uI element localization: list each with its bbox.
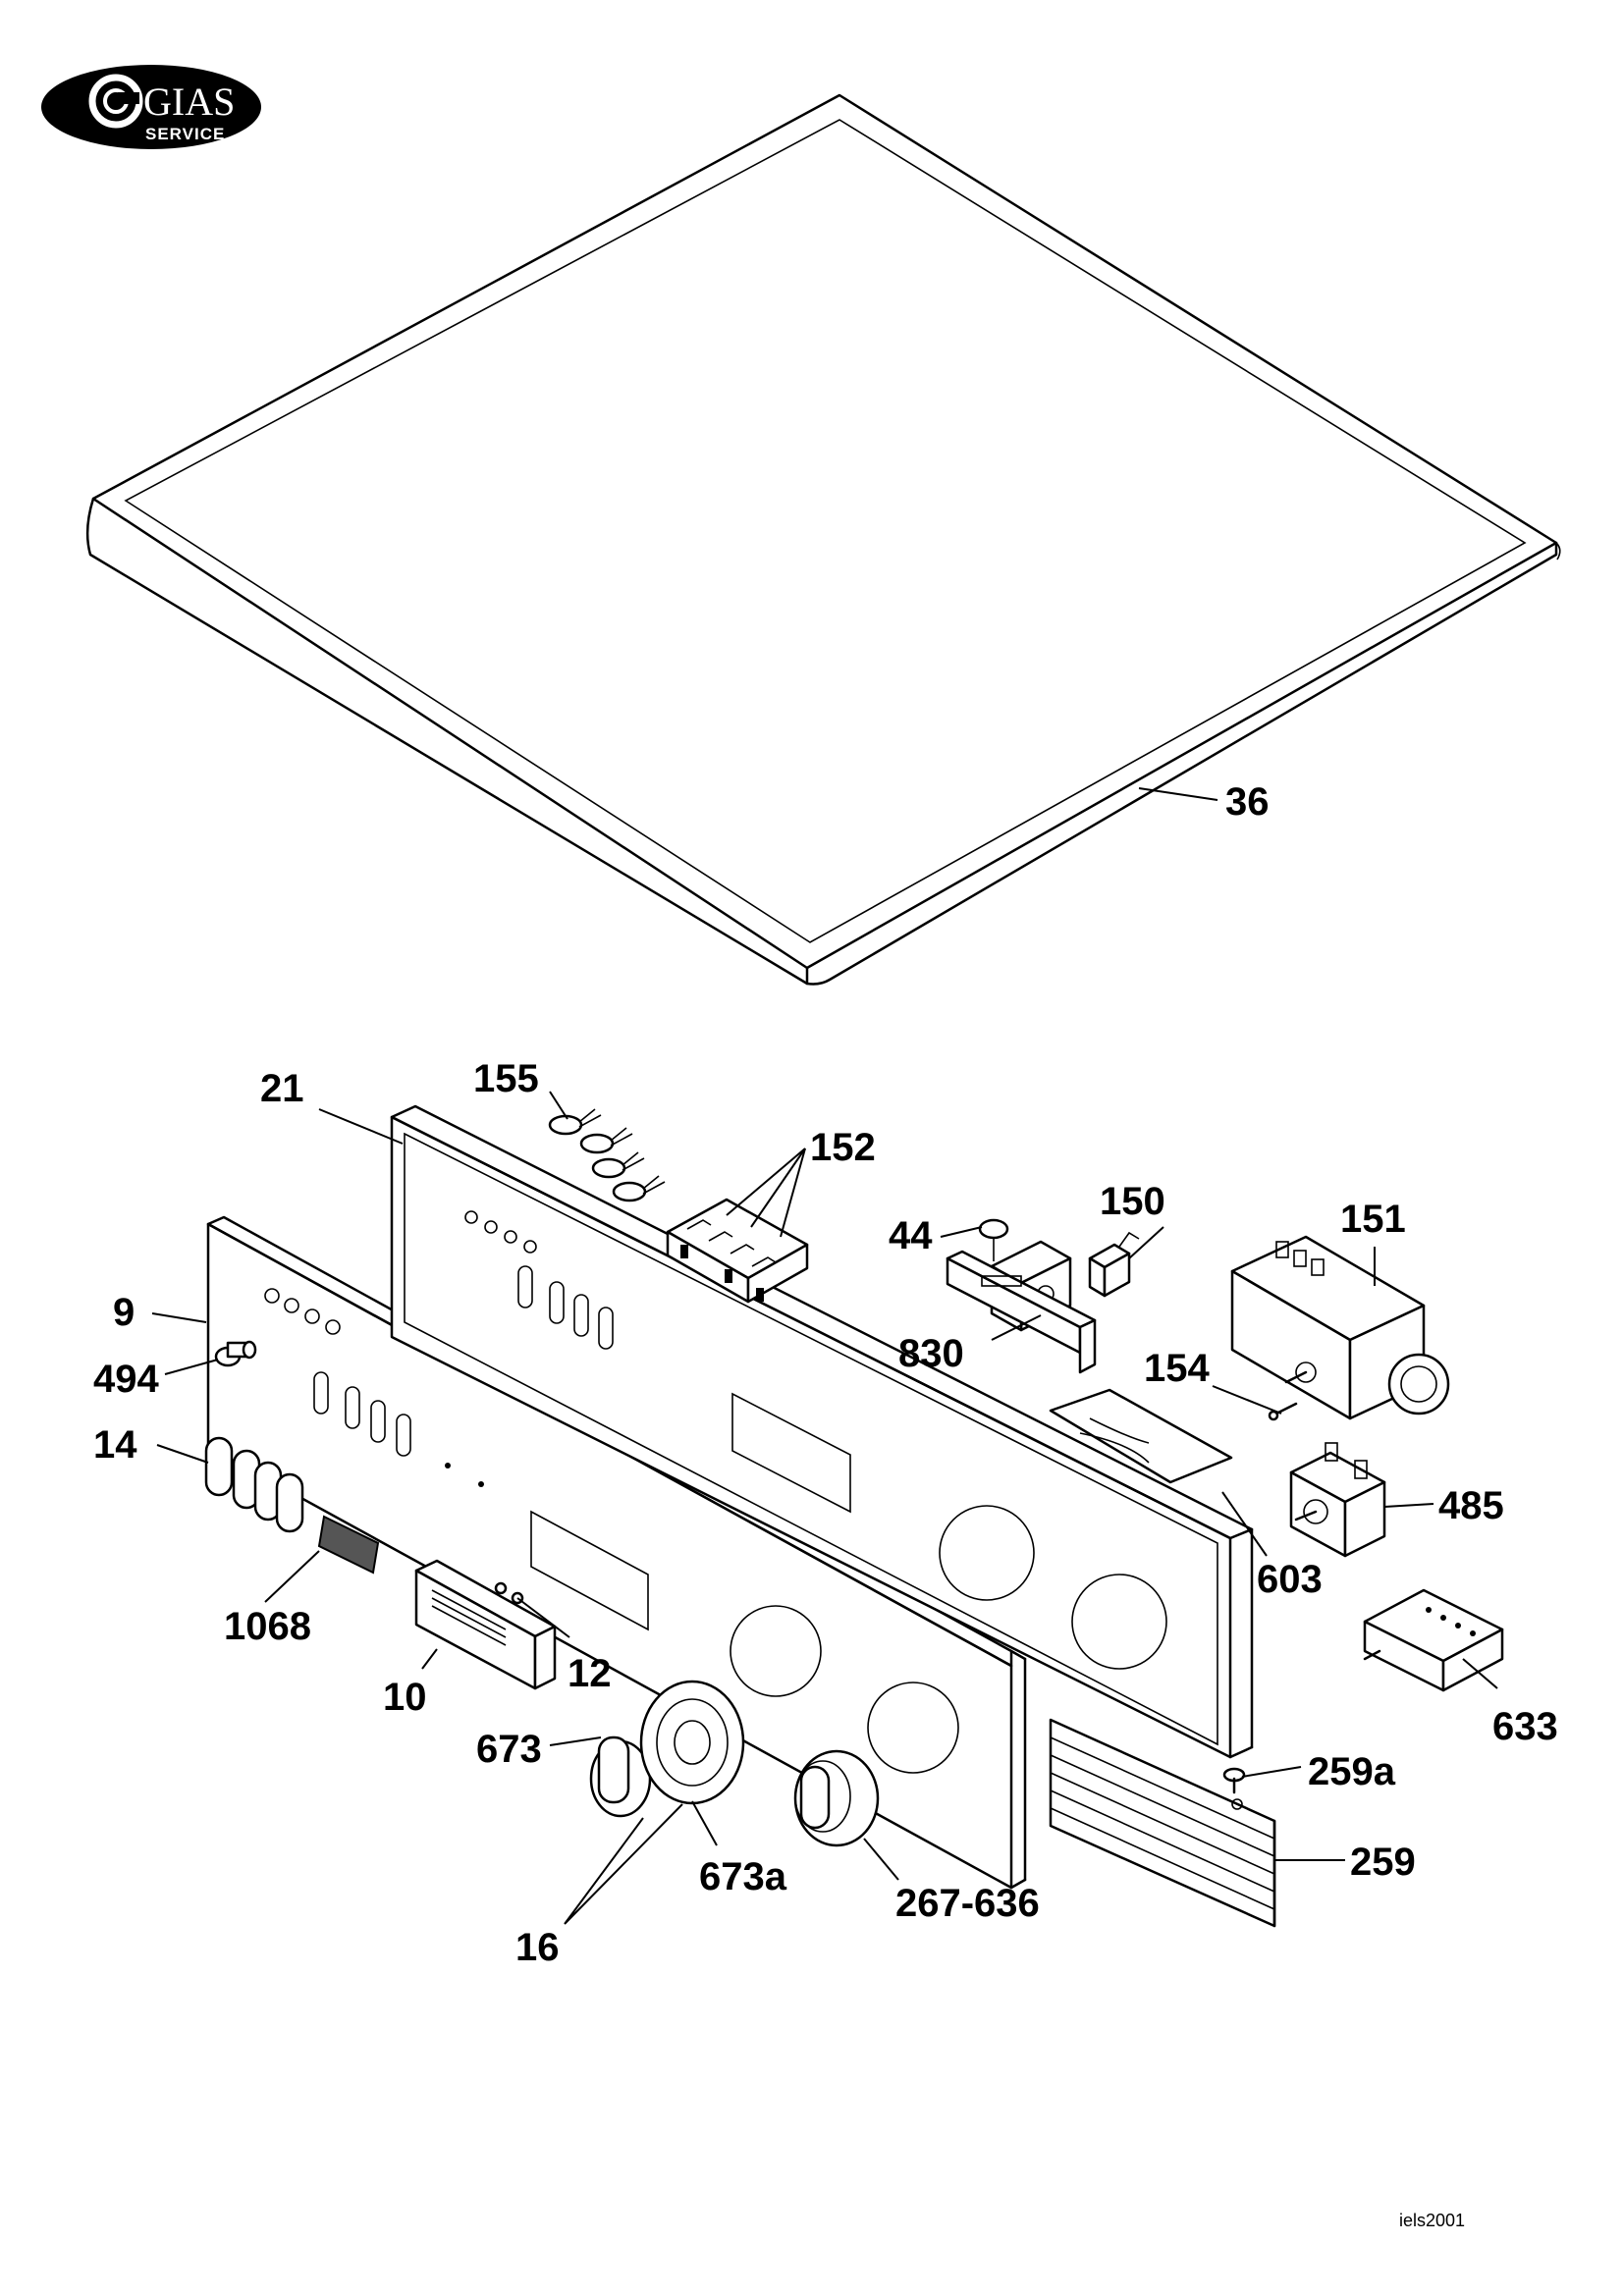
neon-button (214, 1340, 257, 1367)
callout-830: 830 (898, 1332, 964, 1375)
microswitch (1088, 1231, 1140, 1298)
callout-603: 603 (1257, 1558, 1323, 1601)
thermostat (1289, 1442, 1386, 1558)
leader-lines (151, 787, 1498, 1925)
lock-bracket (946, 1250, 1097, 1374)
knob-267-636 (793, 1749, 880, 1847)
logo-tagline: SERVICE (145, 125, 225, 143)
dispenser-drawer (414, 1559, 557, 1690)
filter-grille (317, 1515, 380, 1575)
callout-21: 21 (260, 1067, 304, 1110)
callout-labels: 36 21 155 152 44 150 151 9 494 830 154 1… (93, 780, 1558, 1969)
callout-150: 150 (1100, 1180, 1165, 1223)
callout-259: 259 (1350, 1841, 1416, 1884)
callout-494: 494 (93, 1358, 159, 1401)
callout-12: 12 (568, 1652, 612, 1695)
callout-16: 16 (515, 1926, 560, 1969)
callout-14: 14 (93, 1423, 137, 1467)
top-panel (85, 93, 1561, 986)
drawing-code: iels2001 (1399, 2211, 1465, 2230)
callout-10: 10 (383, 1676, 427, 1719)
knob-673 (589, 1735, 652, 1818)
callout-1068: 1068 (224, 1605, 311, 1648)
spring (494, 1581, 524, 1605)
connector-block (666, 1198, 809, 1304)
display-lens (1049, 1388, 1233, 1484)
callout-152: 152 (810, 1126, 876, 1169)
callout-673a: 673a (699, 1855, 787, 1898)
callout-259a: 259a (1308, 1750, 1396, 1793)
logo-brand: GIAS (143, 80, 235, 124)
callout-155: 155 (473, 1057, 539, 1100)
callout-44: 44 (889, 1214, 933, 1257)
callout-36: 36 (1225, 780, 1270, 824)
callout-633: 633 (1492, 1705, 1558, 1748)
callout-673: 673 (476, 1728, 542, 1771)
indicator-lamps (548, 1108, 666, 1202)
callout-154: 154 (1144, 1347, 1210, 1390)
callout-485: 485 (1438, 1484, 1504, 1527)
callout-151: 151 (1340, 1198, 1406, 1241)
vent-grille (1049, 1718, 1276, 1928)
grille-screw (1222, 1767, 1246, 1794)
callout-267-636: 267-636 (895, 1882, 1040, 1925)
gias-service-logo: GIAS SERVICE (41, 65, 261, 149)
control-module (1363, 1588, 1504, 1692)
rear-panel-frame (390, 1104, 1254, 1759)
front-control-panel (206, 1215, 1027, 1890)
knob-bezel-673a (639, 1680, 745, 1805)
callout-9: 9 (113, 1291, 135, 1334)
rocker-switches (204, 1436, 304, 1533)
screw (1268, 1402, 1298, 1421)
programmer-timer (1230, 1235, 1450, 1420)
